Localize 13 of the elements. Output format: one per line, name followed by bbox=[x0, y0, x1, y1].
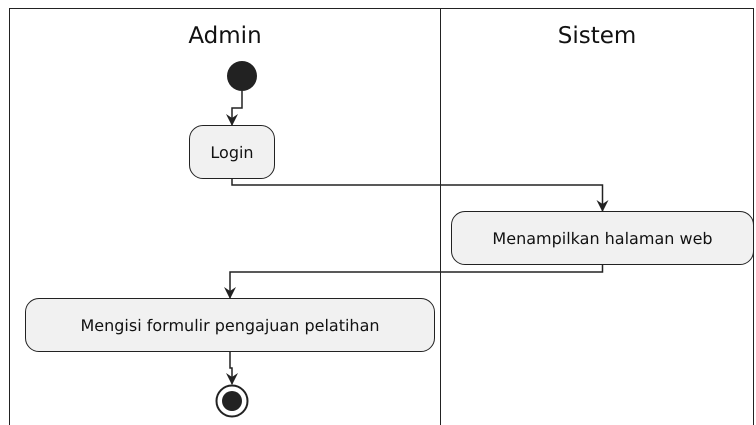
action-box: Mengisi formulir pengajuan pelatihan bbox=[25, 298, 435, 352]
arrow bbox=[226, 91, 243, 126]
end-node bbox=[215, 384, 249, 418]
arrow bbox=[224, 265, 604, 299]
lane-title: Admin bbox=[187, 23, 263, 49]
start-node bbox=[227, 61, 257, 91]
swimlane bbox=[9, 8, 441, 425]
swimlane bbox=[441, 8, 754, 425]
arrow bbox=[226, 352, 238, 385]
action-box: Login bbox=[189, 125, 275, 179]
action-box: Menampilkan halaman web bbox=[451, 211, 754, 265]
arrow bbox=[231, 179, 608, 212]
lane-title: Sistem bbox=[556, 23, 638, 49]
